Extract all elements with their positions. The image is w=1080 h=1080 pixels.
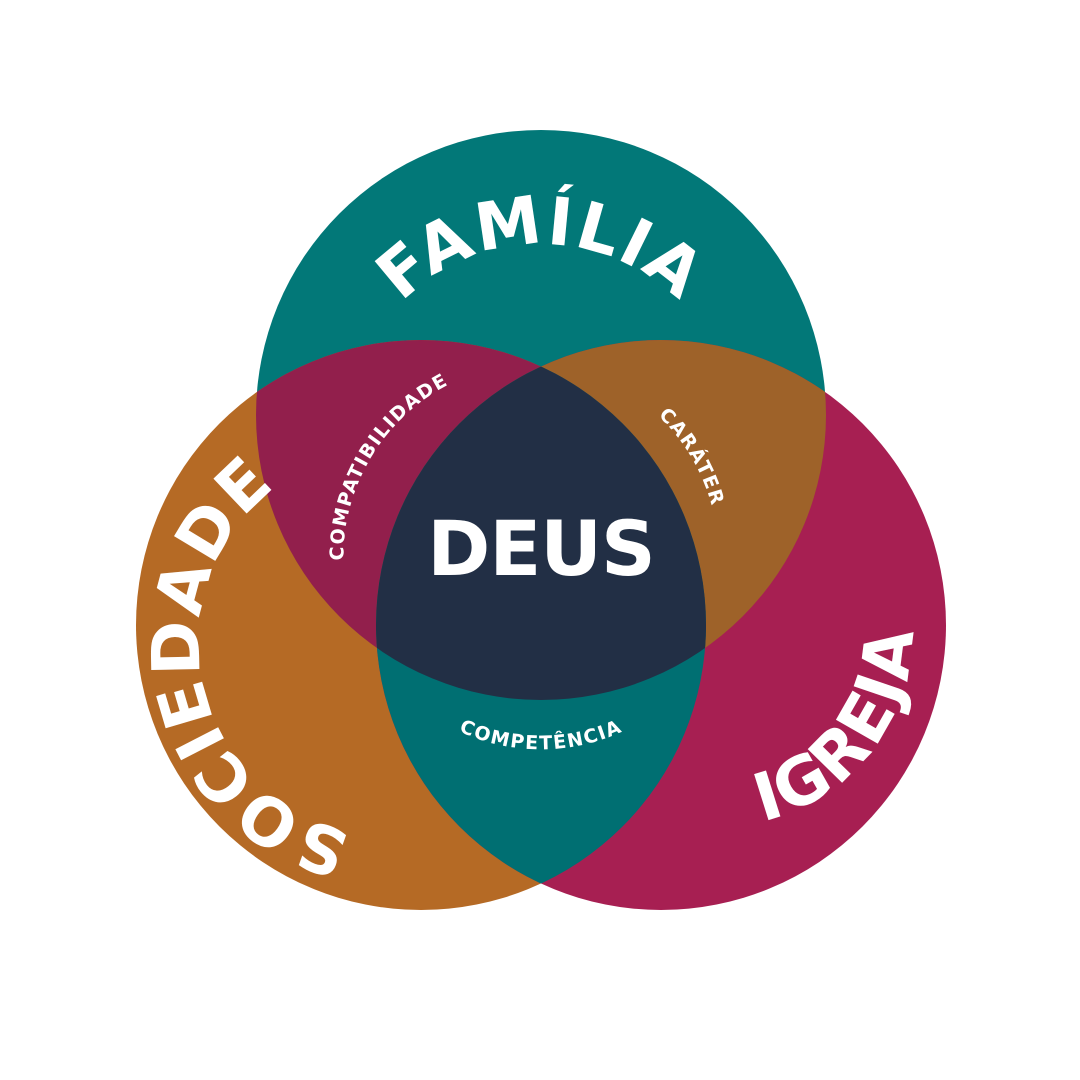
deus-region	[376, 340, 706, 700]
deus-label: DEUS	[427, 504, 654, 593]
